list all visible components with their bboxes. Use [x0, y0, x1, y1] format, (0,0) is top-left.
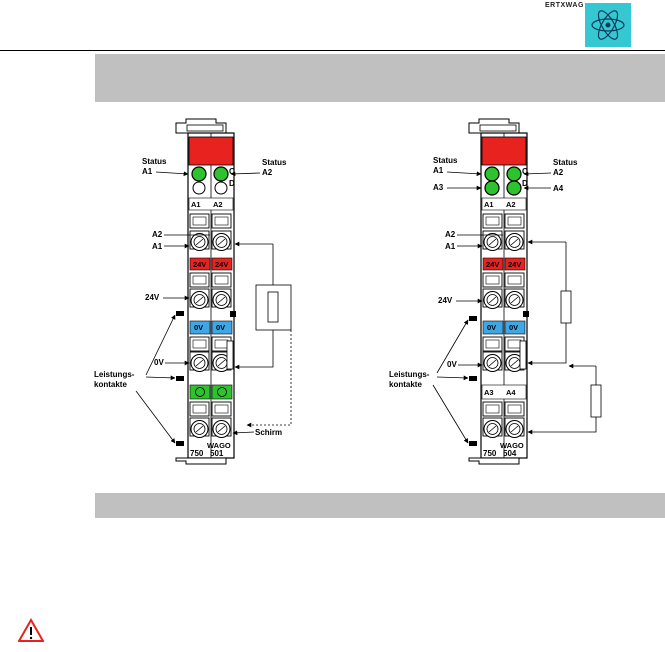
- load-resistor-2: [590, 384, 602, 418]
- chip-0v-text: 0V: [509, 323, 518, 332]
- module-label-a2: A2: [213, 200, 223, 209]
- chip-0v-right: [211, 320, 233, 335]
- chip-earth-left: [189, 384, 211, 400]
- label-a2-left: A2: [445, 230, 456, 239]
- chip-24v-right: [211, 257, 233, 271]
- earth-icon: [217, 387, 227, 397]
- module-code-bottom: 504: [503, 449, 517, 458]
- load-resistor: [267, 291, 279, 323]
- label-power-contacts: Leistungs-: [94, 370, 135, 379]
- section-band-top: [95, 54, 665, 102]
- label-a4: A4: [553, 184, 564, 193]
- load-resistor-1: [560, 290, 572, 324]
- chip-0v-right: [504, 320, 526, 335]
- module-brand: WAGO: [500, 441, 524, 450]
- power-contact: [469, 376, 477, 381]
- led-a2: [506, 166, 522, 182]
- chip-0v-text: 0V: [194, 323, 203, 332]
- module-code-bottom: 501: [210, 449, 224, 458]
- module-label-a4: A4: [506, 388, 516, 397]
- earth-icon: [195, 387, 205, 397]
- module-label-a1: A1: [484, 200, 494, 209]
- module-code-top: 750: [483, 449, 497, 458]
- status-cap: [481, 136, 527, 166]
- label-power-contacts: kontakte: [94, 380, 127, 389]
- label-a2: A2: [262, 168, 273, 177]
- label-shield: Schirm: [255, 428, 282, 437]
- chip-24v-text: 24V: [193, 260, 206, 269]
- label-a2: A2: [553, 168, 564, 177]
- chip-0v-left: [189, 320, 211, 335]
- atom-icon: [591, 10, 625, 40]
- module-brand: WAGO: [207, 441, 231, 450]
- label-a1: A1: [433, 166, 444, 175]
- power-contact: [469, 316, 477, 321]
- module-diagram: C D A1 A2 24V 24V 0V 0V: [94, 118, 602, 465]
- chip-24v-text: 24V: [486, 260, 499, 269]
- label-a1-left: A1: [445, 242, 456, 251]
- led-a1: [191, 166, 207, 182]
- module-code-top: 750: [190, 449, 204, 458]
- atom-logo: [585, 3, 631, 47]
- label-a2-left: A2: [152, 230, 163, 239]
- warning-icon: [18, 618, 44, 642]
- label-status: Status: [433, 156, 458, 165]
- power-contact: [176, 441, 184, 446]
- label-status: Status: [262, 158, 287, 167]
- chip-0v-left: [482, 320, 504, 335]
- label-0v: 0V: [447, 360, 457, 369]
- module-label-a3: A3: [484, 388, 494, 397]
- label-24v: 24V: [438, 296, 453, 305]
- module-label-a1: A1: [191, 200, 201, 209]
- module-label-a2: A2: [506, 200, 516, 209]
- chip-24v-right: [504, 257, 526, 271]
- power-contact: [469, 441, 477, 446]
- status-cap: [188, 136, 234, 166]
- chip-24v-left: [482, 257, 504, 271]
- led-a2: [213, 166, 229, 182]
- label-0v: 0V: [154, 358, 164, 367]
- module-750-501: C D A1 A2 24V 24V 0V 0V: [94, 118, 292, 465]
- label-power-contacts: kontakte: [389, 380, 422, 389]
- led-a1: [484, 166, 500, 182]
- label-a1-left: A1: [152, 242, 163, 251]
- led-label-d: D: [229, 179, 235, 188]
- label-24v: 24V: [145, 293, 160, 302]
- label-power-contacts: Leistungs-: [389, 370, 430, 379]
- power-contact: [176, 376, 184, 381]
- chip-0v-text: 0V: [216, 323, 225, 332]
- label-a3: A3: [433, 183, 444, 192]
- led-a3: [484, 180, 500, 196]
- label-status: Status: [142, 157, 167, 166]
- led-label-c: C: [522, 167, 528, 176]
- label-a1: A1: [142, 167, 153, 176]
- header-rule: [0, 50, 665, 51]
- led-label-c: C: [229, 167, 235, 176]
- chip-24v-text: 24V: [508, 260, 521, 269]
- chip-0v-text: 0V: [487, 323, 496, 332]
- chip-24v-text: 24V: [215, 260, 228, 269]
- led-a4: [506, 180, 522, 196]
- header-brand: ERTXWAG: [545, 2, 584, 9]
- chip-24v-left: [189, 257, 211, 271]
- power-contact: [176, 311, 184, 316]
- section-band-bottom: [95, 493, 665, 518]
- led-label-d: D: [522, 179, 528, 188]
- label-status: Status: [553, 158, 578, 167]
- module-750-504: C D A1 A2 24V 24V 0V 0V A3 A4 WAGO 750 5…: [389, 118, 602, 465]
- chip-earth-right: [211, 384, 233, 400]
